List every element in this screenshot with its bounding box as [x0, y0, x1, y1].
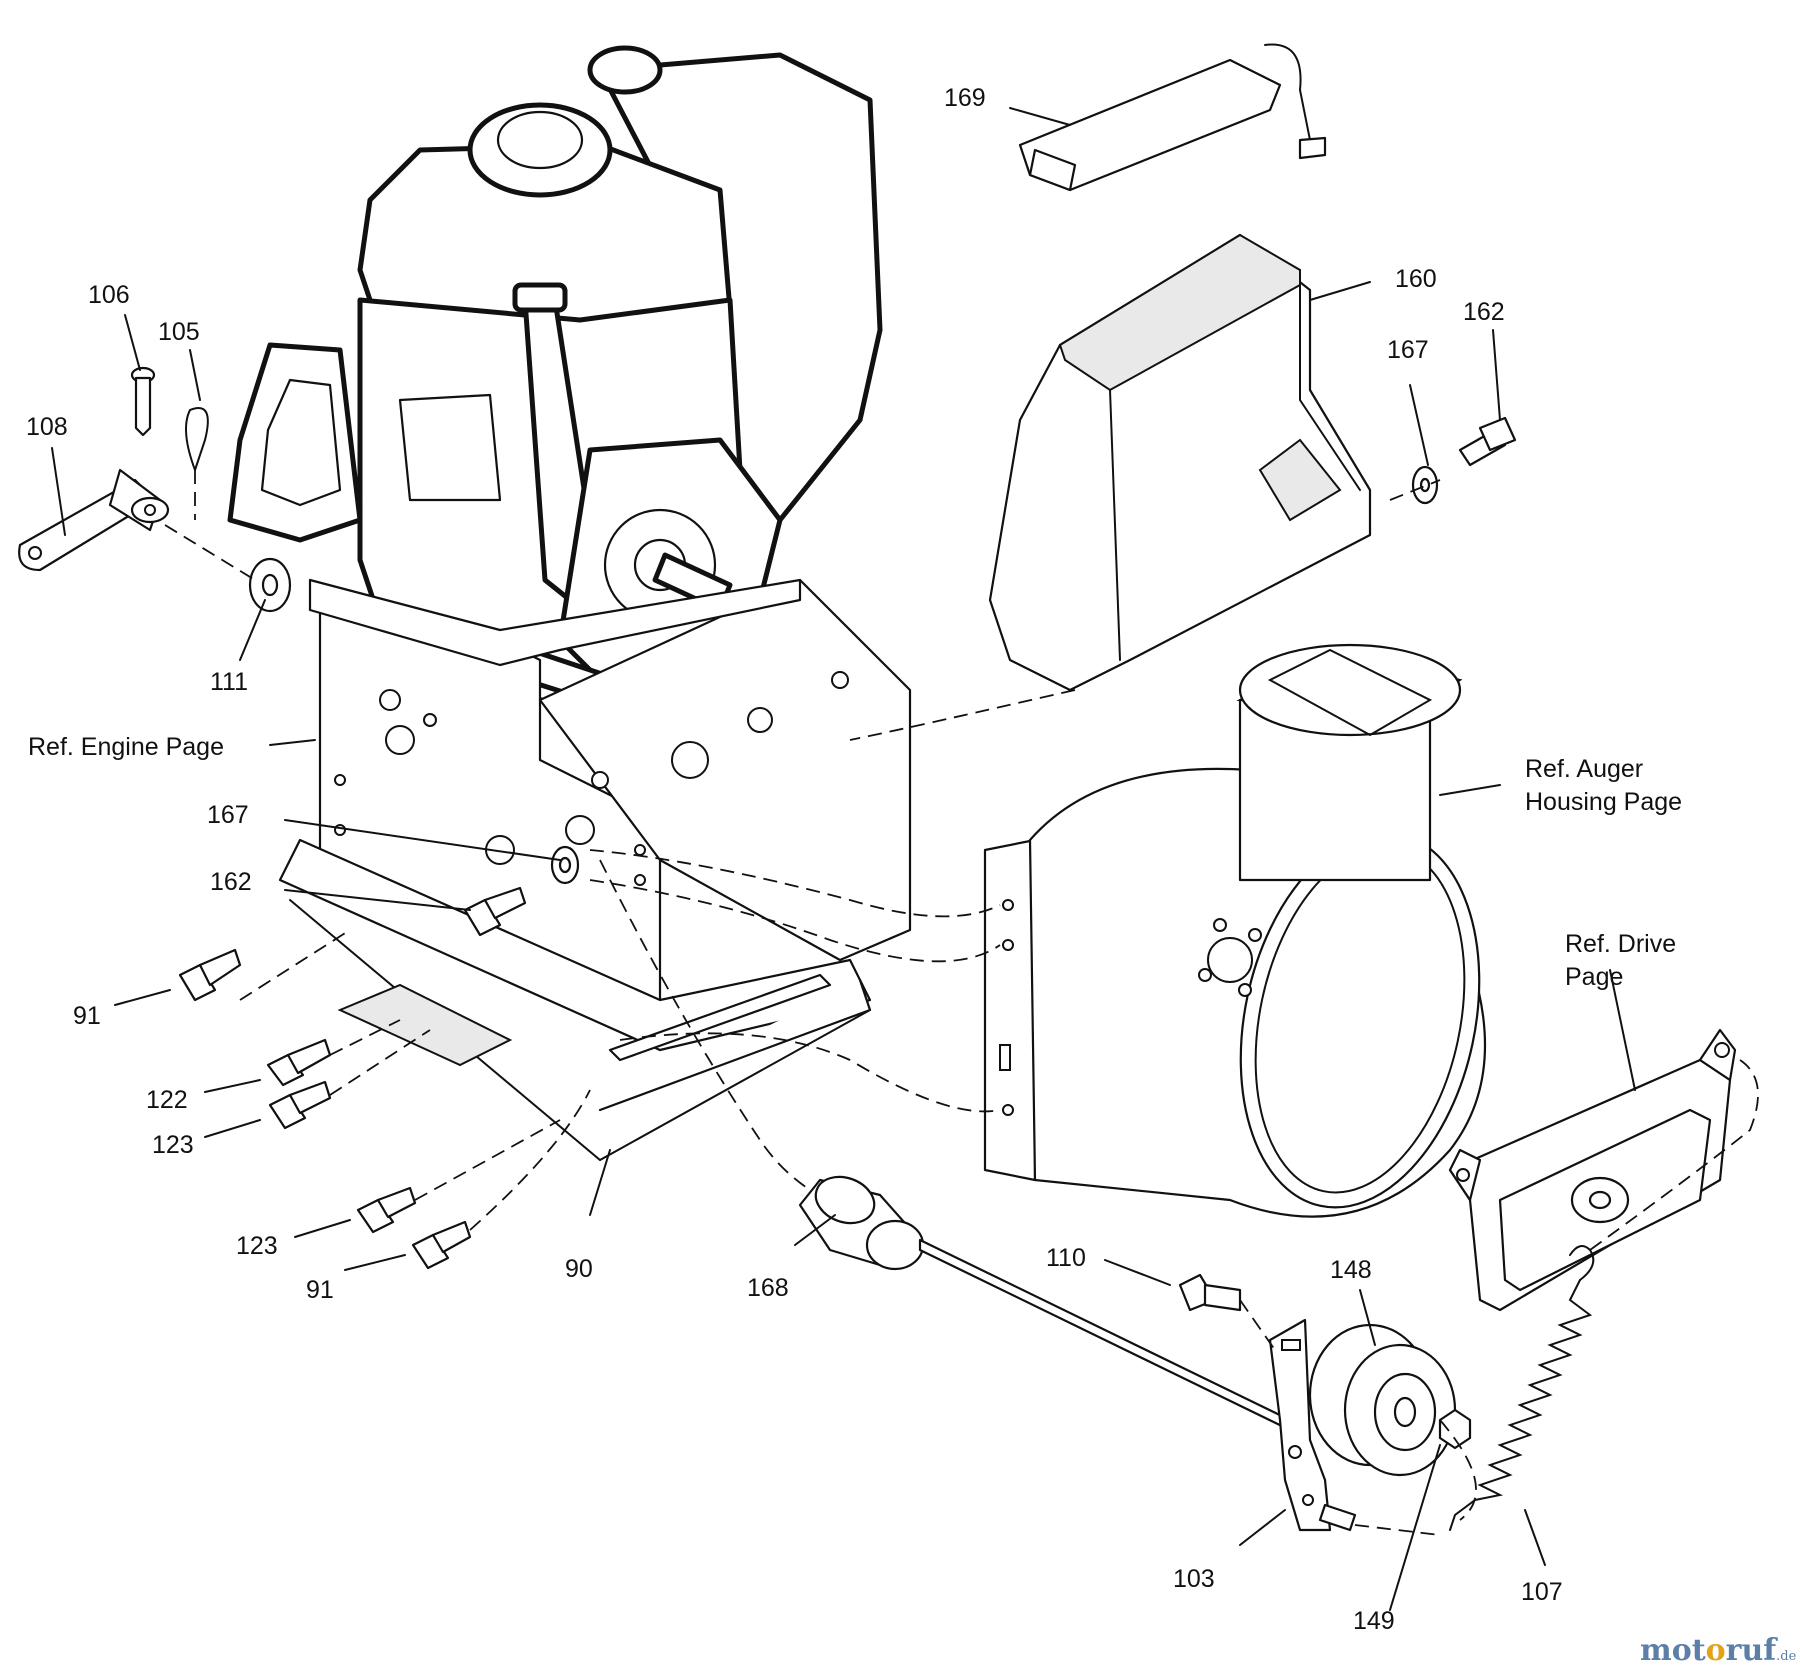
label-91-upper: 91 [73, 1002, 101, 1030]
label-105: 105 [158, 318, 200, 346]
bolt-123-lower [356, 1186, 417, 1234]
auger-housing [983, 643, 1486, 1218]
idler-arm-103 [1268, 1318, 1357, 1532]
ref-engine-page: Ref. Engine Page [28, 733, 224, 761]
washer-167-top [1411, 465, 1439, 505]
engine [227, 45, 883, 713]
bolt-122 [266, 1038, 332, 1087]
ref-drive-line1: Ref. Drive [1565, 930, 1676, 958]
ref-auger-line2: Housing Page [1525, 788, 1682, 816]
label-111: 111 [210, 668, 248, 696]
washer-111 [248, 557, 292, 613]
label-108: 108 [26, 413, 68, 441]
washer-167-mid [550, 845, 580, 885]
label-103: 103 [1173, 1565, 1215, 1593]
roller-168 [798, 1175, 925, 1271]
watermark-logo: motoruf.de [1640, 1633, 1797, 1668]
nut-149 [1438, 1408, 1472, 1450]
label-167-top: 167 [1387, 336, 1429, 364]
bolt-162-mid [463, 886, 527, 937]
bolt-91-upper [178, 948, 242, 1002]
assembly-lines [164, 470, 1759, 1536]
label-123-lower: 123 [236, 1232, 278, 1260]
pulley-148 [1308, 1323, 1457, 1477]
label-162-mid: 162 [210, 868, 252, 896]
bolt-91-lower [411, 1220, 472, 1270]
ref-auger-line1: Ref. Auger [1525, 755, 1643, 783]
ref-drive-line2: Page [1565, 963, 1623, 991]
label-107: 107 [1521, 1578, 1563, 1606]
label-123-upper: 123 [152, 1131, 194, 1159]
clevis-pin-106 [130, 366, 156, 437]
label-168: 168 [747, 1274, 789, 1302]
label-122: 122 [146, 1086, 188, 1114]
bracket-108 [18, 468, 170, 572]
bolt-110 [1178, 1273, 1242, 1312]
part-labels: 106 105 108 111 169 160 162 167 167 162 … [26, 84, 1682, 1635]
label-91-lower: 91 [306, 1276, 334, 1304]
shroud-160 [988, 233, 1372, 692]
label-167-mid: 167 [207, 801, 249, 829]
hairpin-clip-105 [185, 407, 209, 471]
drive-plate [1448, 1028, 1737, 1312]
cover-169 [1018, 43, 1327, 192]
label-106: 106 [88, 281, 130, 309]
label-148: 148 [1330, 1256, 1372, 1284]
label-160: 160 [1395, 265, 1437, 293]
label-149: 149 [1353, 1607, 1395, 1635]
idler-shaft [918, 1238, 1292, 1432]
label-110: 110 [1046, 1244, 1086, 1272]
label-90: 90 [565, 1255, 593, 1283]
label-162-top: 162 [1463, 298, 1505, 326]
label-169: 169 [944, 84, 986, 112]
bolt-162-top [1458, 416, 1517, 467]
svg-text:motoruf.de: motoruf.de [1640, 1633, 1797, 1668]
bolt-123-upper [268, 1080, 332, 1130]
leader-lines [51, 107, 1636, 1611]
frame-90 [278, 578, 912, 1162]
